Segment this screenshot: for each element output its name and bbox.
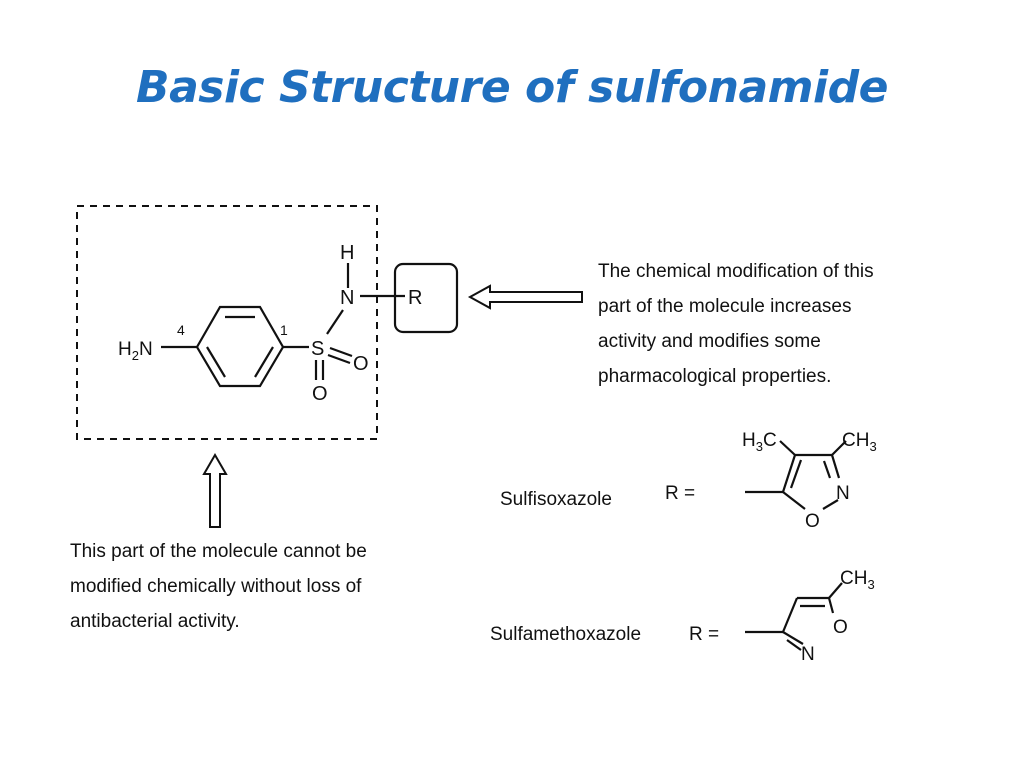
sulfisoxazole-structure: [745, 440, 847, 510]
modification-note-line: The chemical modification of this: [598, 261, 874, 282]
hydrogen-label: H: [340, 242, 354, 264]
modification-note-line: part of the molecule increases: [598, 296, 852, 317]
left-arrow: [467, 284, 583, 310]
amine-label: H2N: [118, 339, 153, 363]
sulfamethoxazole-equals: R =: [689, 624, 719, 645]
sulfisoxazole-methyl-left: H3C: [742, 430, 777, 454]
oxygen-label-bottom: O: [312, 383, 328, 405]
sulfamethoxazole-structure: [745, 582, 843, 651]
core-dashed-box: [76, 205, 378, 440]
position-4-label: 4: [177, 322, 185, 338]
sulfur-oxygen-double-bond: [329, 346, 353, 358]
oxygen-label-right: O: [353, 353, 369, 375]
sulfur-nitrogen-bond: [326, 309, 344, 335]
modification-note: The chemical modification of this part o…: [598, 254, 874, 394]
sulfisoxazole-oxygen: O: [805, 511, 820, 532]
sulfur-oxygen-double-bond: [327, 353, 351, 365]
benzene-double-bond: [254, 346, 274, 378]
r-group-label: R: [408, 287, 422, 309]
slide-title: Basic Structure of sulfonamide: [136, 62, 888, 113]
sulfisoxazole-equals: R =: [665, 483, 695, 504]
core-note: This part of the molecule cannot be modi…: [70, 534, 367, 639]
sulfamethoxazole-methyl: CH3: [840, 568, 875, 592]
r-group-box: [393, 262, 459, 334]
nitrogen-label: N: [340, 287, 354, 309]
sulfisoxazole-name: Sulfisoxazole: [500, 489, 612, 510]
sulfamethoxazole-nitrogen: N: [801, 644, 815, 665]
sulfisoxazole-methyl-right: CH3: [842, 430, 877, 454]
sulfur-label: S: [311, 338, 324, 360]
core-note-line: modified chemically without loss of: [70, 576, 362, 597]
core-note-line: This part of the molecule cannot be: [70, 541, 367, 562]
sulfamethoxazole-name: Sulfamethoxazole: [490, 624, 641, 645]
modification-note-line: pharmacological properties.: [598, 366, 832, 387]
up-arrow: [202, 453, 228, 528]
benzene-double-bond: [206, 346, 226, 378]
sulfamethoxazole-oxygen: O: [833, 617, 848, 638]
benzene-ring: [195, 305, 285, 388]
sulfisoxazole-nitrogen: N: [836, 483, 850, 504]
core-note-line: antibacterial activity.: [70, 611, 240, 632]
modification-note-line: activity and modifies some: [598, 331, 821, 352]
position-1-label: 1: [280, 322, 288, 338]
